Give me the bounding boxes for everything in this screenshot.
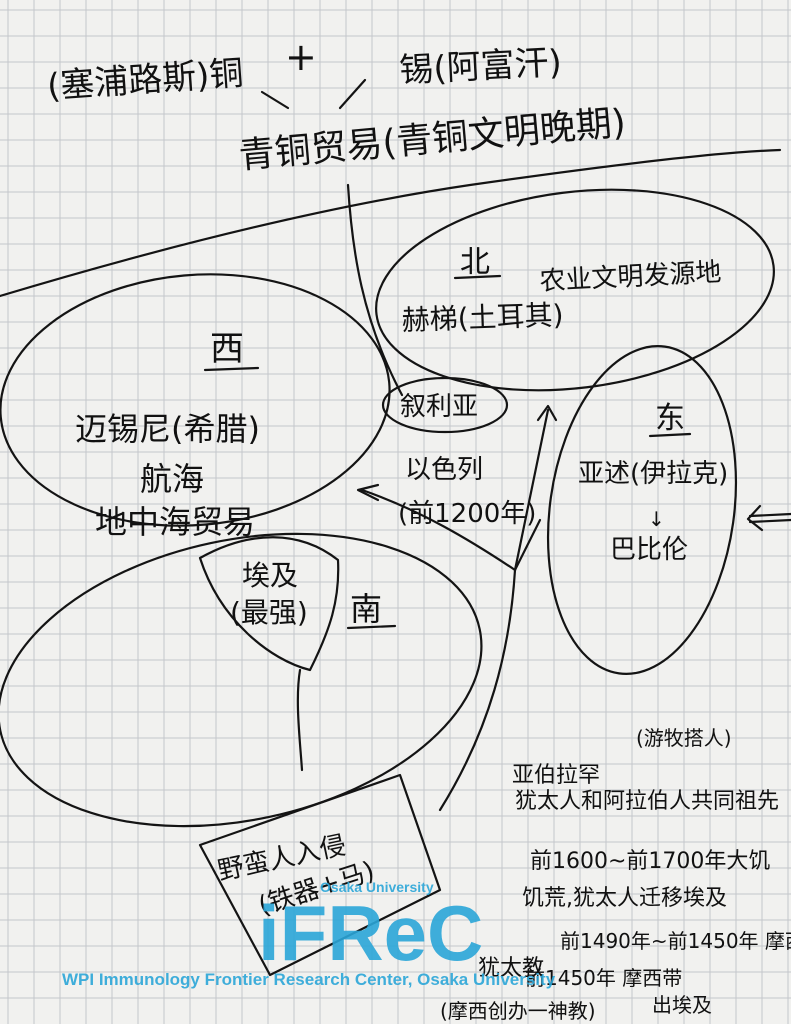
nile-line — [296, 668, 304, 772]
north-direction: 北 — [460, 245, 490, 280]
west-underline — [203, 366, 260, 372]
north-note: 农业文明发源地 — [539, 258, 722, 297]
exodus-label: 出埃及 — [652, 993, 712, 1017]
connector-title-to-syria — [346, 183, 404, 397]
title-plus: + — [285, 35, 317, 79]
region-south-ellipse — [0, 532, 483, 828]
syria-label: 叙利亚 — [400, 392, 478, 422]
title-copper: (塞浦路斯)铜 — [46, 53, 245, 107]
egypt-line2: (最强) — [230, 596, 308, 629]
sweep-line — [0, 148, 782, 298]
israel-line1: 以色列 — [405, 455, 483, 485]
famine-line-a: 前1600~前1700年大饥 — [530, 849, 770, 874]
east-arrow: ↓ — [648, 507, 665, 531]
south-underline — [346, 624, 397, 630]
west-line2: 航海 — [140, 460, 204, 498]
arrow-to-north-head — [536, 404, 558, 422]
branch-short — [513, 518, 542, 572]
arrow-to-west — [360, 488, 517, 572]
egypt-line1: 埃及 — [242, 559, 298, 592]
edge-arrow-head — [746, 504, 764, 532]
moses-line-d: 前1450年 摩西带 — [525, 966, 682, 990]
egypt-outline — [198, 536, 340, 672]
watermark-university: Osaka University — [320, 879, 434, 895]
moses-line-c: 前1490年~前1450年 摩西带领犹太人 — [560, 929, 791, 953]
east-line2: 巴比伦 — [610, 535, 688, 565]
north-underline — [453, 274, 502, 280]
west-direction: 西 — [210, 329, 244, 369]
abraham-note: 亚伯拉罕 — [512, 763, 600, 788]
arrow-stroke-left — [260, 90, 290, 110]
watermark-logo: iFReC — [258, 889, 483, 977]
syria-ellipse — [381, 376, 509, 434]
arrow-to-north — [513, 408, 550, 572]
trunk-line — [438, 568, 517, 812]
title-tin: 锡(阿富汗) — [398, 43, 562, 91]
east-line1: 亚述(伊拉克) — [578, 459, 728, 489]
judaism-note: (摩西创办一神教) — [440, 999, 596, 1023]
region-east-ellipse — [546, 345, 738, 675]
arrow-stroke-right — [338, 78, 367, 110]
region-north-ellipse — [375, 188, 775, 392]
west-line3: 地中海贸易 — [95, 503, 255, 541]
east-underline — [648, 432, 692, 438]
ifrec-watermark: Osaka University iFReC WPI Immunology Fr… — [62, 879, 556, 989]
edge-arrow-lines — [748, 512, 791, 524]
watermark-center: WPI Immunology Frontier Research Center,… — [62, 970, 556, 989]
south-direction: 南 — [350, 590, 382, 628]
region-west-ellipse — [0, 273, 391, 527]
ancestor-note: 犹太人和阿拉伯人共同祖先 — [515, 789, 779, 814]
west-line1: 迈锡尼(希腊) — [75, 410, 260, 448]
invasion-box — [198, 773, 442, 977]
famine-line-b: 饥荒,犹太人迁移埃及 — [522, 886, 727, 911]
east-direction: 东 — [655, 401, 685, 436]
north-place: 赫梯(土耳其) — [401, 298, 564, 337]
judaism-label: 犹太教 — [478, 956, 544, 981]
arrow-to-west-head — [356, 483, 380, 502]
nomads-note: (游牧搭人) — [636, 726, 732, 750]
